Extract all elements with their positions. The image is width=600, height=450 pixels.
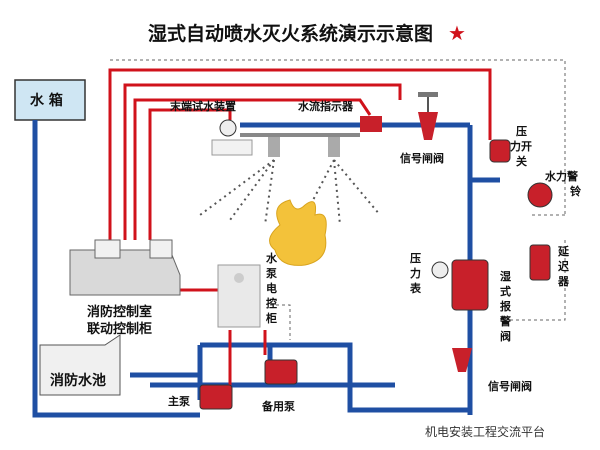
main-pump-icon [199, 384, 233, 410]
red-signal-lines [108, 68, 492, 395]
pump-control-cabinet-label: 水 泵 电 控 柜 [265, 251, 281, 325]
cabinet-dashed-line [270, 304, 291, 340]
water-tank [14, 79, 86, 121]
diagram-title: 湿式自动喷水灭火系统演示示意图 [148, 22, 433, 45]
signal-dashed-line [110, 59, 566, 216]
signal-gate-valve-top-label: 信号闸阀 [400, 151, 444, 165]
fire-water-pool [39, 334, 121, 396]
watermark-text: 机电安装工程交流平台 [425, 424, 545, 439]
water-flow-indicator-label: 水流指示器 [298, 99, 354, 113]
end-test-device [211, 139, 253, 156]
pressure-gauge-label: 压 力 表 [409, 251, 425, 295]
sprinkler-heads [268, 137, 340, 157]
fire-icon [269, 199, 327, 266]
delay-device-icon [529, 244, 551, 281]
cabinet-indicator-icon [234, 273, 244, 283]
fire-pool-label: 消防水池 [50, 372, 106, 389]
end-test-device-label: 末端试水装置 [169, 99, 236, 113]
water-tank-label: 水 箱 [30, 92, 63, 109]
water-alarm-bell-label: 水力警 铃 [545, 169, 582, 198]
wet-alarm-valve-label: 湿 式 报 警 阀 [499, 269, 515, 343]
main-pump-label: 主泵 [168, 394, 190, 408]
signal-gate-valve-top-icon [418, 112, 438, 140]
sprinkler-head-icon [268, 137, 280, 157]
end-test-gauge-icon [219, 119, 237, 137]
standby-pump-icon [264, 359, 298, 385]
pressure-switch-label: 压 力开 关 [510, 124, 536, 168]
signal-dashed-line-lower [500, 240, 566, 321]
signal-gate-valve-bottom-label: 信号闸阀 [488, 379, 532, 393]
sprinkler-head-icon [328, 137, 340, 157]
console-monitor-icon [94, 239, 121, 259]
control-room-label: 消防控制室 联动控制柜 [87, 304, 157, 337]
signal-gate-valve-bottom-icon [452, 348, 472, 372]
standby-pump-label: 备用泵 [261, 399, 295, 413]
pressure-gauge-icon [431, 261, 449, 279]
title-star-icon: ★ [448, 21, 466, 45]
pressure-switch-icon [489, 139, 511, 163]
delay-device-label: 延 迟 器 [557, 244, 573, 288]
water-flow-indicator-icon [360, 116, 382, 132]
console-monitor-icon [149, 239, 173, 259]
water-alarm-bell-icon [527, 182, 553, 208]
wet-alarm-valve-icon [451, 259, 489, 311]
